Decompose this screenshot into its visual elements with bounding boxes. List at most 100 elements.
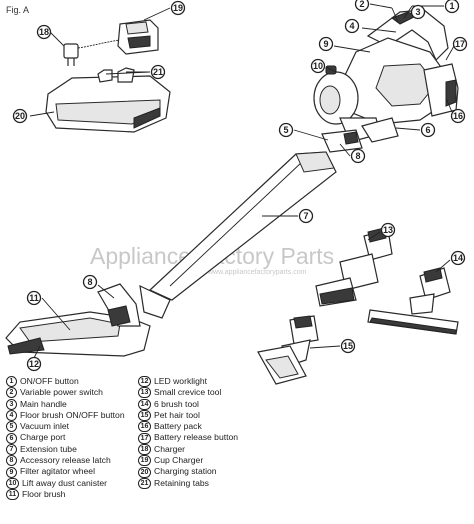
legend-label: Variable power switch — [20, 387, 103, 398]
legend-label: Cup Charger — [154, 455, 204, 466]
legend-number: 21 — [138, 477, 151, 489]
svg-text:10: 10 — [313, 61, 323, 71]
svg-text:20: 20 — [15, 111, 25, 121]
svg-text:13: 13 — [383, 225, 393, 235]
charger — [63, 39, 121, 66]
legend-label: Vacuum inlet — [20, 421, 70, 432]
svg-text:21: 21 — [153, 67, 163, 77]
callout-9: 9 — [318, 36, 334, 52]
callout-14: 14 — [450, 250, 466, 266]
svg-text:1: 1 — [449, 1, 454, 11]
legend-number: 2 — [6, 387, 17, 399]
pet-hair-tool — [257, 315, 319, 385]
legend-label: Floor brush — [22, 488, 66, 499]
callout-8: 8 — [350, 148, 366, 164]
callout-21: 21 — [150, 64, 166, 80]
legend-number: 6 — [6, 432, 17, 444]
legend-label: Main handle — [20, 398, 67, 409]
watermark-url: www.appliancefactoryparts.com — [207, 269, 307, 276]
legend-number: 5 — [6, 421, 17, 433]
svg-text:18: 18 — [39, 27, 49, 37]
legend-label: Battery pack — [154, 421, 202, 432]
legend-number: 8 — [6, 455, 17, 467]
callout-16: 16 — [450, 108, 466, 124]
legend-label: Charging station — [154, 466, 217, 477]
callout-18: 18 — [36, 24, 52, 40]
callout-1: 1 — [444, 0, 460, 14]
svg-text:7: 7 — [303, 211, 308, 221]
legend-label: Filter agitator wheel — [20, 466, 95, 477]
legend-number: 14 — [138, 398, 151, 410]
legend-label: Charger — [154, 443, 186, 454]
callout-12: 12 — [26, 356, 42, 372]
svg-text:8: 8 — [87, 277, 92, 287]
callout-2: 2 — [354, 0, 370, 12]
legend-label: Lift away dust canister — [22, 477, 108, 488]
legend-label: 6 brush tool — [154, 398, 199, 409]
vacuum-main-unit — [313, 9, 459, 153]
callout-3: 3 — [410, 4, 426, 20]
svg-text:6: 6 — [425, 125, 430, 135]
legend-number: 19 — [138, 455, 151, 467]
legend-number: 4 — [6, 410, 17, 422]
legend-number: 7 — [6, 443, 17, 455]
callout-17: 17 — [452, 36, 468, 52]
svg-text:15: 15 — [343, 341, 353, 351]
legend-label: Small crevice tool — [154, 387, 222, 398]
legend-label: ON/OFF button — [20, 376, 79, 386]
legend-label: Floor brush ON/OFF button — [20, 409, 125, 420]
legend-number: 20 — [138, 466, 151, 478]
svg-text:9: 9 — [323, 39, 328, 49]
svg-text:8: 8 — [355, 151, 360, 161]
legend-number: 18 — [138, 443, 151, 455]
svg-text:5: 5 — [283, 125, 288, 135]
svg-text:4: 4 — [349, 21, 354, 31]
svg-text:19: 19 — [173, 3, 183, 13]
callout-19: 19 — [170, 0, 186, 16]
callout-15: 15 — [340, 338, 356, 354]
svg-text:3: 3 — [415, 7, 420, 17]
callout-10: 10 — [310, 58, 326, 74]
svg-text:16: 16 — [453, 111, 463, 121]
legend-number: 11 — [6, 489, 19, 501]
callout-8b: 8 — [82, 274, 98, 290]
legend-number: 12 — [138, 376, 151, 388]
legend-label: Charge port — [20, 432, 66, 443]
callout-7: 7 — [298, 208, 314, 224]
legend-number: 16 — [138, 421, 151, 433]
legend-label: Battery release button — [154, 432, 239, 443]
legend-label: Accessory release latch — [20, 455, 111, 466]
legend-number: 1 — [6, 376, 17, 388]
figure-label: Fig. A — [6, 5, 30, 15]
svg-text:2: 2 — [359, 0, 364, 9]
small-crevice-tool — [315, 227, 393, 307]
legend-number: 9 — [6, 466, 17, 478]
legend-label: LED worklight — [154, 376, 208, 386]
callout-4: 4 — [344, 18, 360, 34]
legend-label: Pet hair tool — [154, 409, 200, 420]
legend-label: Retaining tabs — [154, 477, 209, 488]
callout-5: 5 — [278, 122, 294, 138]
